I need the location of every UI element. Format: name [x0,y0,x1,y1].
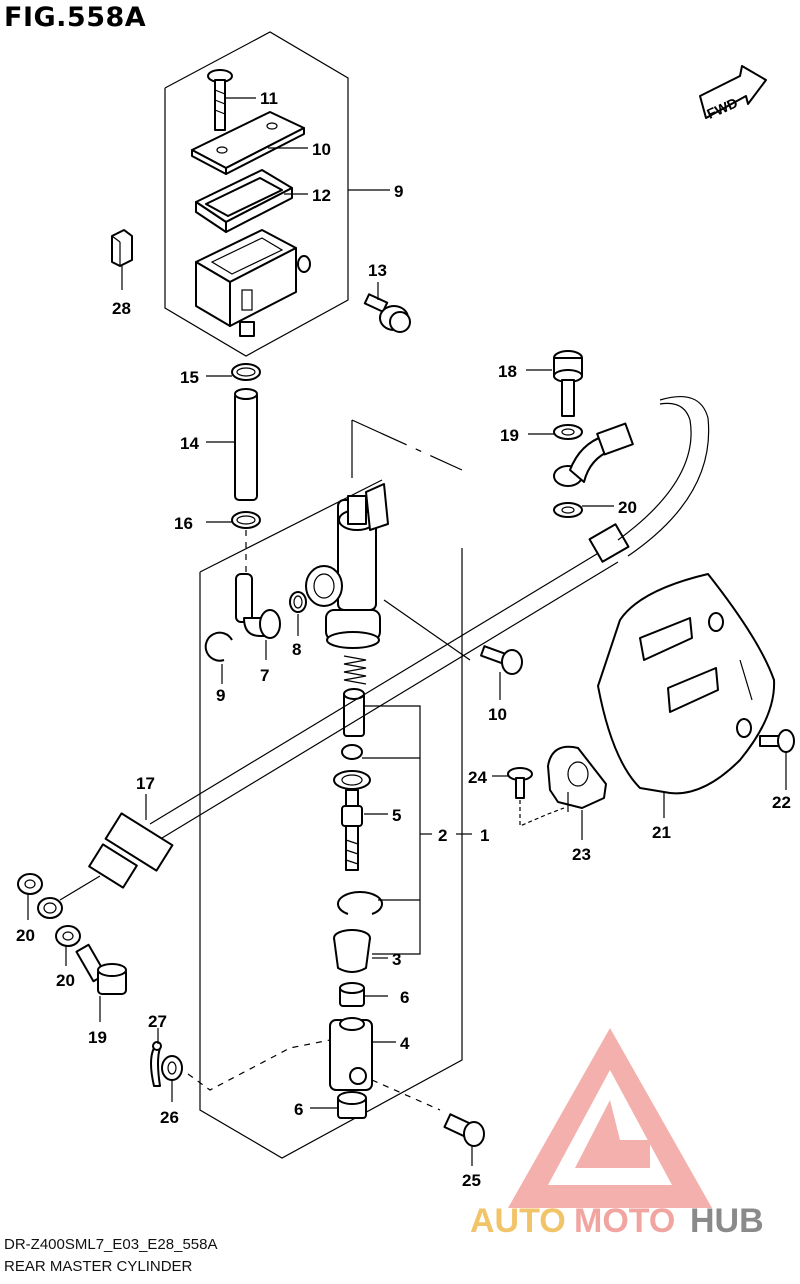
part-15-bolt [363,293,411,333]
part-8-o-ring [289,591,307,613]
part-master-cylinder-body [305,483,389,649]
callout-13: 11 [260,89,278,108]
callout-20-lower-2: 20 [56,971,75,990]
part-cup-small [341,744,363,760]
callout-25: 25 [462,1171,481,1190]
callout-12: 10 [312,140,331,159]
part-5-push-rod [333,770,371,871]
callout-17-top: 15 [180,368,199,387]
part-12-cap [191,111,305,175]
part-7-fitting [235,573,281,639]
part-17-clamp-bottom [231,511,261,529]
part-28-clip [111,229,133,267]
model-code: DR-Z400SML7_E03_E28_558A [4,1236,218,1253]
logo-word-moto: MOTO [574,1202,675,1240]
part-22-bolt [759,729,795,753]
callout-11: 9 [394,182,403,201]
part-25-pin [443,1113,485,1147]
callout-19-upper: 18 [498,362,517,381]
callout-9: 9 [216,686,225,705]
part-26-washer [161,1055,183,1081]
automotohub-logo: AUTO MOTO HUB [470,1028,764,1240]
callout-20-upper-1: 19 [500,426,519,445]
part-4-clevis [329,1017,373,1091]
callout-17-bottom: 16 [174,514,193,533]
logo-word-hub: HUB [690,1202,764,1240]
callout-2: 2 [438,826,447,845]
callout-4: 4 [400,1034,410,1053]
callout-8: 8 [292,640,301,659]
part-27-cotter-pin [150,1041,162,1087]
part-14-diaphragm [195,169,293,233]
part-spring [343,655,367,685]
part-reservoir-body [195,229,311,337]
part-24-screw [507,767,565,827]
callout-19-lower: 19 [88,1028,107,1047]
part-circlip-large [337,890,383,915]
callout-20-upper-2: 20 [618,498,637,517]
part-9-circlip [204,631,233,662]
part-20-washer-lower-1 [17,873,43,895]
callout-26: 26 [160,1108,179,1127]
callout-23: 23 [572,845,591,864]
callout-18: 17 [136,774,155,793]
part-6-nut-top [339,982,365,1007]
callout-14: 12 [312,186,331,205]
callout-10: 10 [488,705,507,724]
part-17-clamp-top [231,363,261,381]
callout-21: 21 [652,823,671,842]
logo-word-auto: AUTO [470,1202,566,1240]
reservoir-group-box [164,31,349,357]
callout-20-lower-1: 20 [16,926,35,945]
part-19-banjo-bolt-lower [75,943,127,995]
callout-22: 22 [772,793,791,812]
part-23-bracket [547,745,607,812]
callout-15: 13 [368,261,387,280]
callout-28: 28 [112,299,131,318]
part-banjo-upper [553,422,634,487]
part-13-screw [207,69,233,131]
callout-27: 27 [148,1012,167,1031]
part-3-boot [333,929,371,973]
figure-title: FIG.558A [4,2,147,33]
part-10-bolt [480,645,523,675]
part-16-hose [234,388,258,501]
part-6-nut-bottom [337,1091,367,1119]
callout-labels: 11 10 12 9 13 28 15 14 16 7 8 9 10 18 19… [16,89,791,1190]
leader-lines [27,97,787,1166]
forward-direction-marker: FWD [699,65,767,122]
callout-1: 1 [480,826,489,845]
callout-6-bottom: 6 [294,1100,303,1119]
callout-24: 24 [468,768,487,787]
group-2-bracket [362,705,472,955]
figure-name: REAR MASTER CYLINDER [4,1258,193,1275]
callout-7: 7 [260,666,269,685]
part-19-banjo-bolt-upper [553,350,583,417]
part-21-guard [597,573,776,795]
callout-5: 5 [392,806,401,825]
callout-6-top: 6 [400,988,409,1007]
callout-3: 3 [392,950,401,969]
part-20-washer-upper-1 [553,424,583,440]
part-18-brake-hose [37,396,710,919]
callout-16: 14 [180,434,199,453]
part-20-washer-upper-2 [553,502,583,518]
part-20-washer-lower-2 [55,925,81,947]
